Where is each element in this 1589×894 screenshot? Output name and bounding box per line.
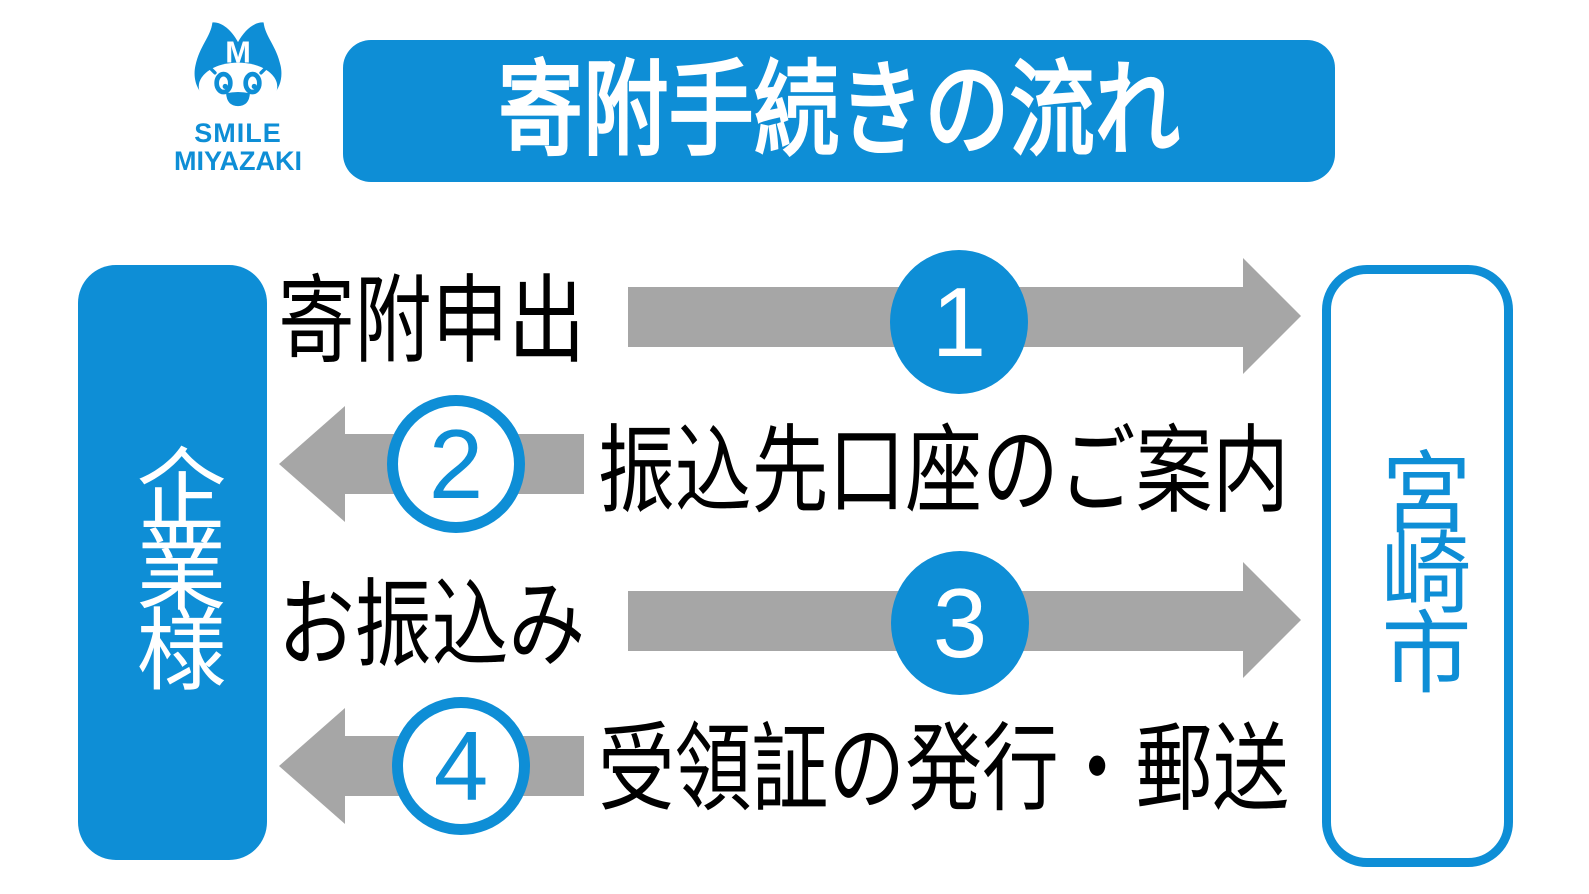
step-1-badge: 1 (890, 250, 1028, 394)
step-2-number: 2 (428, 409, 484, 519)
step-3-label: お振込み (278, 572, 586, 679)
actor-city-box: 宮崎市 (1322, 265, 1513, 867)
step-2-badge: 2 (387, 395, 525, 533)
step-1-number: 1 (931, 267, 987, 377)
logo-text-smile: SMILE (194, 118, 282, 148)
actor-company-label: 企業様 (122, 442, 223, 683)
step-3-number: 3 (932, 568, 988, 678)
step-1-label: 寄附申出 (278, 268, 586, 375)
logo-text-miyazaki: MIYAZAKI (173, 146, 302, 176)
step-4-number: 4 (433, 711, 489, 821)
step-2-label: 振込先口座のご案内 (598, 418, 1290, 525)
step-4-badge: 4 (392, 697, 530, 835)
mascot-icon: M (194, 22, 282, 111)
step-3-badge: 3 (891, 551, 1029, 695)
page-title: 寄附手続きの流れ (497, 53, 1181, 169)
step-4-label: 受領証の発行・郵送 (598, 716, 1290, 823)
actor-city-label: 宮崎市 (1367, 446, 1468, 686)
smile-miyazaki-logo: M SMILE MIYAZAKI (150, 14, 326, 175)
title-banner: 寄附手続きの流れ (343, 40, 1335, 182)
actor-company-box: 企業様 (78, 265, 267, 860)
